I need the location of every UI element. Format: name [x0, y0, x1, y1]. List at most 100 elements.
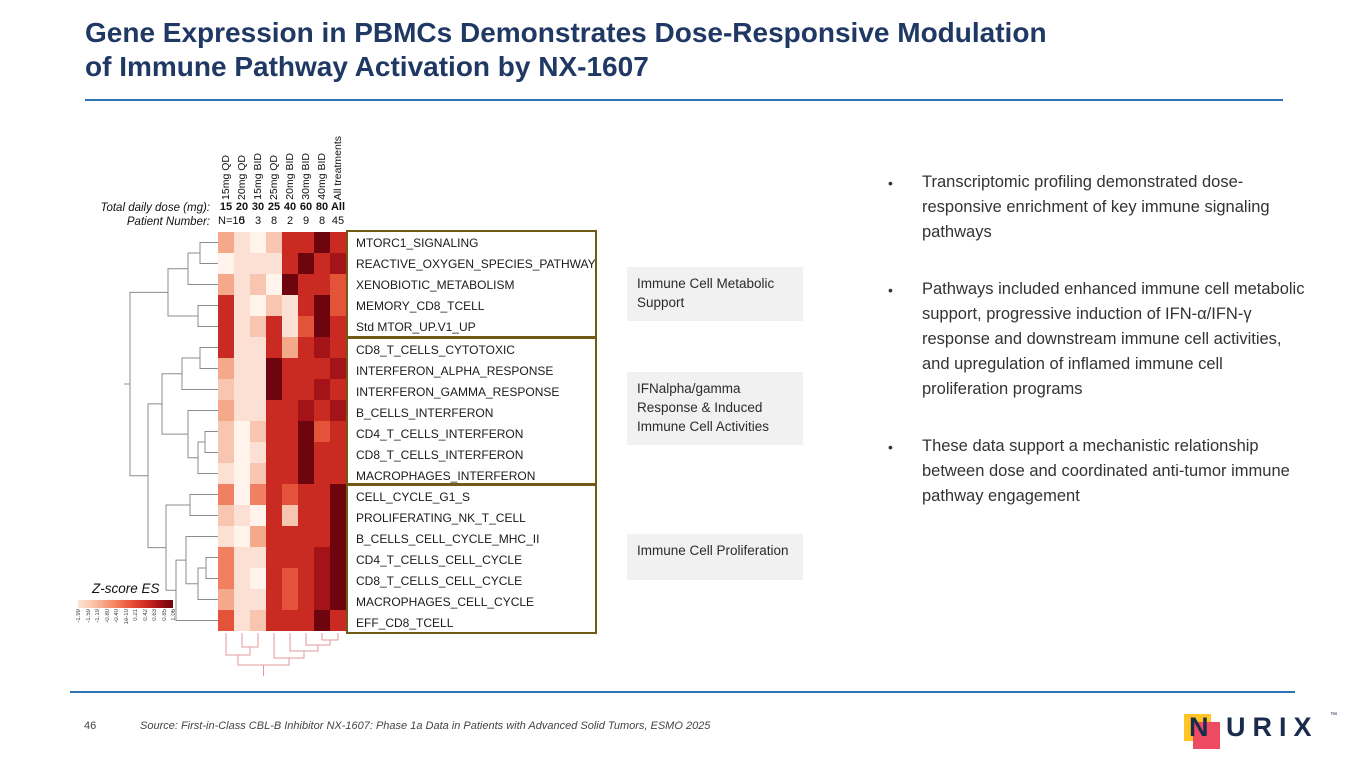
legend-tick-label: 1.06: [171, 609, 177, 621]
heatmap-cell: [298, 379, 314, 400]
heatmap-cell: [298, 568, 314, 589]
heatmap-cell: [250, 232, 266, 253]
dose-axis-label: Total daily dose (mg):: [100, 202, 210, 214]
heatmap-cell: [266, 232, 282, 253]
heatmap-cell: [234, 337, 250, 358]
heatmap-cell: [234, 442, 250, 463]
heatmap-cell: [330, 526, 346, 547]
heatmap-cell: [218, 337, 234, 358]
logo-pink-square: [1193, 722, 1220, 749]
heatmap-cell: [266, 316, 282, 337]
column-header: 15mg QD: [218, 113, 234, 200]
heatmap-cell: [330, 337, 346, 358]
heatmap-cell: [282, 484, 298, 505]
heatmap-cell: [314, 526, 330, 547]
heatmap-cell: [250, 547, 266, 568]
column-header-label: 30mg BID: [299, 153, 312, 200]
dose-value: All: [330, 201, 346, 213]
bullet-list: •Transcriptomic profiling demonstrated d…: [888, 170, 1313, 541]
heatmap-cell: [298, 274, 314, 295]
heatmap-cell: [298, 421, 314, 442]
pathway-row-label: B_CELLS_INTERFERON: [356, 405, 494, 420]
heatmap-cell: [218, 610, 234, 631]
heatmap-cell: [266, 484, 282, 505]
bullet-text: Pathways included enhanced immune cell m…: [922, 280, 1305, 398]
legend-tick-label: 0.85: [161, 609, 168, 621]
heatmap-cell: [234, 526, 250, 547]
patient-axis-label: Patient Number:: [126, 216, 210, 228]
heatmap-cell: [298, 547, 314, 568]
column-header: 20mg BID: [282, 113, 298, 200]
patient-n-value: N=10: [218, 215, 245, 227]
heatmap-cell: [266, 568, 282, 589]
heatmap-cell: [234, 589, 250, 610]
heatmap-cell: [266, 274, 282, 295]
heatmap-cell: [250, 358, 266, 379]
patient-n-value: 9: [302, 215, 310, 227]
heatmap-cell: [314, 547, 330, 568]
page-title: Gene Expression in PBMCs Demonstrates Do…: [85, 16, 1283, 84]
heatmap-cell: [250, 463, 266, 484]
heatmap-cell: [298, 610, 314, 631]
heatmap-cell: [250, 379, 266, 400]
pathway-row-label: XENOBIOTIC_METABOLISM: [356, 277, 515, 292]
heatmap-cell: [330, 421, 346, 442]
heatmap-cell: [330, 442, 346, 463]
heatmap-cell: [234, 400, 250, 421]
heatmap-cell: [282, 337, 298, 358]
heatmap-cell: [314, 358, 330, 379]
heatmap-cell: [314, 316, 330, 337]
legend-tick-label: -1.19: [95, 609, 101, 623]
column-header-label: 15mg QD: [219, 155, 232, 200]
heatmap-cell: [330, 484, 346, 505]
heatmap-cell: [234, 421, 250, 442]
heatmap-cell: [298, 526, 314, 547]
heatmap-cell: [314, 484, 330, 505]
heatmap-cell: [266, 379, 282, 400]
heatmap-cell: [266, 337, 282, 358]
heatmap-cell: [298, 253, 314, 274]
heatmap-cell: [218, 295, 234, 316]
heatmap-cell: [250, 589, 266, 610]
column-header: 20mg QD: [234, 113, 250, 200]
dose-value: 40: [283, 201, 297, 213]
heatmap-cell: [314, 274, 330, 295]
heatmap-cell: [218, 253, 234, 274]
heatmap-cell: [330, 505, 346, 526]
heatmap-cell: [314, 421, 330, 442]
heatmap-cell: [298, 232, 314, 253]
heatmap-cell: [282, 505, 298, 526]
column-header: 40mg BID: [314, 113, 330, 200]
category-label-metabolic: Immune Cell Metabolic Support: [627, 267, 803, 321]
pathway-row-label: B_CELLS_CELL_CYCLE_MHC_II: [356, 531, 540, 546]
heatmap-cell: [330, 274, 346, 295]
heatmap-cell: [234, 253, 250, 274]
heatmap-cell: [282, 421, 298, 442]
patient-n-value: 5: [238, 215, 246, 227]
heatmap-cell: [330, 400, 346, 421]
heatmap-cell: [330, 295, 346, 316]
page-number: 46: [84, 720, 97, 732]
heatmap-cell: [250, 316, 266, 337]
legend-title: Z-score ES: [92, 581, 160, 596]
category-label-proliferation: Immune Cell Proliferation: [627, 534, 803, 580]
heatmap-cell: [314, 232, 330, 253]
heatmap-cell: [330, 589, 346, 610]
pathway-row-label: CD8_T_CELLS_INTERFERON: [356, 447, 524, 462]
legend-tick-label: -0.40: [114, 609, 120, 623]
heatmap-cell: [266, 505, 282, 526]
heatmap-cell: [298, 442, 314, 463]
heatmap-cell: [298, 505, 314, 526]
legend-colorbar: [78, 600, 173, 608]
heatmap-cell: [266, 295, 282, 316]
logo-letters-urix: URIX: [1226, 712, 1319, 742]
legend-tick-label: -0.80: [104, 609, 111, 623]
dose-value: 60: [299, 201, 313, 213]
pathway-row-label: CD8_T_CELLS_CYTOTOXIC: [356, 342, 515, 357]
heatmap-cell: [218, 274, 234, 295]
heatmap-cell: [282, 232, 298, 253]
heatmap-cell: [314, 337, 330, 358]
bullet-point: •These data support a mechanistic relati…: [888, 434, 1313, 509]
